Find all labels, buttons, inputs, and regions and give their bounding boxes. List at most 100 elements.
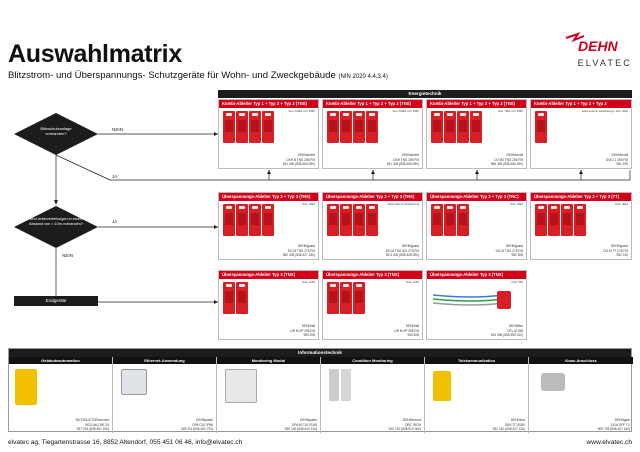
dehn-logo: DEHN ELVATEC bbox=[542, 32, 632, 72]
device-image bbox=[327, 204, 378, 236]
card-tag: Imax: 40kA bbox=[510, 203, 523, 206]
card-tag: Imax: 5kA bbox=[511, 281, 523, 284]
decision-subdistribution-distance: Sind Unterverteilungen in einem Abstand … bbox=[14, 206, 98, 248]
device-image bbox=[431, 111, 482, 143]
footer-address: elvatec ag, Tiegartenstrasse 16, 8852 Al… bbox=[8, 439, 243, 446]
label-ja-1: JA bbox=[112, 174, 118, 179]
info-column-title: Ethernet-Anwendung bbox=[113, 357, 216, 364]
info-column-title: Koax-Anschluss bbox=[529, 357, 633, 364]
card-title: Überspannungs-Ableiter Typ 2 + Typ 3 (TN… bbox=[219, 193, 318, 201]
label-nein-2: NEIN bbox=[62, 253, 73, 258]
card-title: Überspannungs-Ableiter Typ 2 + Typ 3 (TT… bbox=[531, 193, 631, 201]
device-image-2 bbox=[341, 369, 351, 401]
info-section-header: Informationstechnik bbox=[9, 349, 631, 357]
card-tag: Imax: 10kA bbox=[406, 281, 419, 284]
card-title: Überspannungs-Ableiter Typ 3 (TNS) bbox=[323, 271, 422, 279]
card-tag: Imax: 40kA bbox=[615, 203, 628, 206]
product-card[interactable]: Kombi-Ableiter Typ 1 + Typ 2 + Typ 3 (TN… bbox=[426, 99, 527, 169]
card-tag: Imax: 10kA bbox=[302, 281, 315, 284]
device-image bbox=[535, 204, 586, 236]
card-tag: Iimp: 100kA / Uc: 255V bbox=[288, 110, 315, 113]
page-title: Auswahlmatrix bbox=[8, 40, 182, 68]
dehn-lightning-icon: DEHN bbox=[565, 32, 619, 54]
product-card[interactable]: Überspannungs-Ableiter Typ 3 (TNS) Imax:… bbox=[426, 270, 527, 340]
device-image bbox=[431, 204, 469, 236]
info-column-title: Gebäudeautomation bbox=[9, 357, 112, 364]
device-image bbox=[327, 282, 365, 314]
label-ja-2: JA bbox=[112, 219, 118, 224]
product-card[interactable]: Überspannungs-Ableiter Typ 2 + Typ 3 (TN… bbox=[426, 192, 527, 260]
subtitle-text: Blitzstrom- und Überspannungs- Schutzger… bbox=[8, 70, 336, 81]
card-title: Kombi-Ableiter Typ 1 + Typ 2 + Typ 3 (TN… bbox=[427, 100, 526, 108]
card-tag: Imax: 40kA bbox=[302, 203, 315, 206]
card-tag: Iimp: 100kA / Uc: 255V bbox=[392, 110, 419, 113]
footer-website[interactable]: www.elvatec.ch bbox=[586, 439, 632, 446]
device-image bbox=[327, 111, 378, 143]
flex-cable-image bbox=[433, 291, 511, 309]
card-tag: Iimp: 75kA / Uc: 255V bbox=[498, 110, 523, 113]
card-title: Überspannungs-Ableiter Typ 3 (TNS) bbox=[427, 271, 526, 279]
page-subtitle: Blitzstrom- und Überspannungs- Schutzger… bbox=[8, 70, 388, 81]
device-image bbox=[535, 111, 547, 143]
end-devices-box: Endgeräte bbox=[14, 296, 98, 306]
product-card[interactable]: Überspannungs-Ableiter Typ 3 (TNS) Imax:… bbox=[322, 270, 423, 340]
card-title: Überspannungs-Ableiter Typ 2 + Typ 3 (TN… bbox=[323, 193, 422, 201]
device-image bbox=[223, 282, 248, 314]
product-card[interactable]: Kombi-Ableiter Typ 1 + Typ 2 + Typ 3 (TN… bbox=[322, 99, 423, 169]
info-column-title: Monitoring Modul bbox=[217, 357, 320, 364]
device-image bbox=[541, 373, 565, 391]
info-section: Informationstechnik Gebäudeautomation BL… bbox=[8, 348, 633, 433]
device-image bbox=[225, 369, 257, 403]
card-title: Kombi-Ableiter Typ 1 + Typ 2 + Typ 3 (TN… bbox=[219, 100, 318, 108]
device-image bbox=[223, 204, 274, 236]
device-image bbox=[223, 111, 274, 143]
logo-subtext: ELVATEC bbox=[577, 58, 632, 68]
card-title: Kombi-Ableiter Typ 1 + Typ 2 + Typ 3 (TN… bbox=[323, 100, 422, 108]
norm-reference: (NIN 2020 4.4.3.4) bbox=[338, 74, 388, 80]
product-card[interactable]: Überspannungs-Ableiter Typ 3 (TNS) Imax:… bbox=[218, 270, 319, 340]
product-card[interactable]: Überspannungs-Ableiter Typ 2 + Typ 3 (TN… bbox=[322, 192, 423, 260]
card-tag: keine externe Vorsicherung / Iimp: 25kA bbox=[582, 110, 628, 113]
decision-lightning-protection: Blitzschutzanlage vorhanden? bbox=[14, 113, 98, 155]
card-title: Überspannungs-Ableiter Typ 2 + Typ 3 (TN… bbox=[427, 193, 526, 201]
energy-section-header: Energietechnik bbox=[218, 90, 632, 98]
device-image bbox=[433, 371, 451, 401]
device-image bbox=[15, 369, 37, 405]
device-image bbox=[121, 369, 147, 395]
card-tag: keine externe Vorsicherung bbox=[387, 203, 419, 206]
card-title: Überspannungs-Ableiter Typ 3 (TNS) bbox=[219, 271, 318, 279]
logo-wordmark: DEHN bbox=[578, 38, 619, 54]
product-card[interactable]: Kombi-Ableiter Typ 1 + Typ 2 + Typ 3 kei… bbox=[530, 99, 632, 169]
label-nein-1: NEIN bbox=[112, 127, 123, 132]
product-card[interactable]: Überspannungs-Ableiter Typ 2 + Typ 3 (TT… bbox=[530, 192, 632, 260]
info-column-title: Telekommunikation bbox=[425, 357, 528, 364]
product-card[interactable]: Kombi-Ableiter Typ 1 + Typ 2 + Typ 3 (TN… bbox=[218, 99, 319, 169]
device-image bbox=[329, 369, 339, 401]
card-title: Kombi-Ableiter Typ 1 + Typ 2 + Typ 3 bbox=[531, 100, 631, 108]
product-card[interactable]: Überspannungs-Ableiter Typ 2 + Typ 3 (TN… bbox=[218, 192, 319, 260]
